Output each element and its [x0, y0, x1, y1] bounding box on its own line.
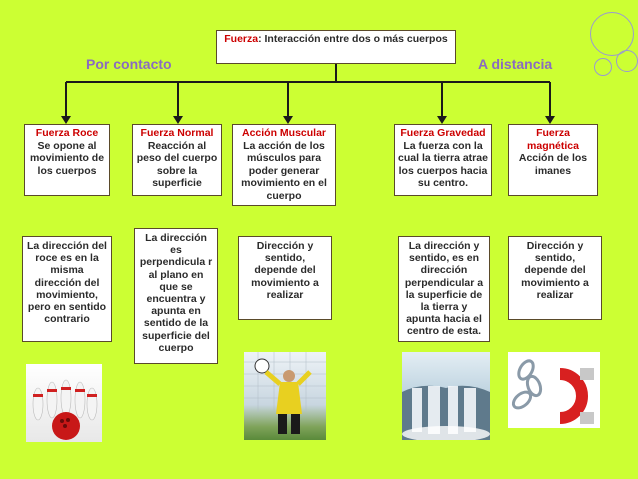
force-title: Fuerza Gravedad: [400, 127, 486, 139]
force-text: La fuerza con la cual la tierra atrae lo…: [398, 139, 488, 190]
left-label: Por contacto: [86, 56, 172, 72]
force-title: Fuerza Normal: [140, 127, 214, 139]
waterfall-image: [402, 352, 490, 440]
description-box-muscular: Dirección y sentido, depende del movimie…: [238, 236, 332, 320]
arrow-head: [283, 116, 293, 124]
bowling-image: [26, 364, 102, 442]
force-title: Fuerza Roce: [35, 127, 99, 139]
force-title: Fuerza magnética: [527, 127, 579, 152]
description-box-magnetica: Dirección y sentido, depende del movimie…: [508, 236, 602, 320]
arrow-head: [61, 116, 71, 124]
force-text: La acción de los músculos para poder gen…: [241, 139, 327, 202]
decor-circle-small: [594, 58, 612, 76]
arrow-head: [173, 116, 183, 124]
description-box-roce: La dirección del roce es en la misma dir…: [22, 236, 112, 342]
force-box-roce: Fuerza Roce Se opone al movimiento de lo…: [24, 124, 110, 196]
force-text: Se opone al movimiento de los cuerpos: [29, 139, 105, 177]
force-title: Acción Muscular: [241, 127, 327, 139]
right-label: A distancia: [478, 56, 553, 72]
root-box: Fuerza: Interacción entre dos o más cuer…: [216, 30, 456, 64]
goalkeeper-image: [244, 352, 326, 440]
arrow-head: [545, 116, 555, 124]
root-text: : Interacción entre dos o más cuerpos: [258, 33, 448, 45]
force-text: Acción de los imanes: [518, 152, 588, 177]
root-title: Fuerza: [224, 33, 259, 45]
description-box-gravedad: La dirección y sentido, es en dirección …: [398, 236, 490, 342]
force-box-gravedad: Fuerza Gravedad La fuerza con la cual la…: [394, 124, 492, 196]
magnet-icon: [511, 359, 594, 424]
arrow-head: [437, 116, 447, 124]
goalkeeper-icon: [244, 352, 326, 434]
force-box-magnetica: Fuerza magnética Acción de los imanes: [508, 124, 598, 196]
force-box-muscular: Acción Muscular La acción de los músculo…: [232, 124, 336, 206]
force-text: Reacción al peso del cuerpo sobre la sup…: [136, 139, 218, 190]
magnet-image: [508, 352, 600, 428]
force-box-normal: Fuerza Normal Reacción al peso del cuerp…: [132, 124, 222, 196]
decor-circle-large: [590, 12, 634, 56]
bowling-pins-icon: [32, 379, 98, 440]
description-box-normal: La dirección es perpendicula r al plano …: [134, 228, 218, 364]
waterfall-icon: [402, 385, 490, 440]
